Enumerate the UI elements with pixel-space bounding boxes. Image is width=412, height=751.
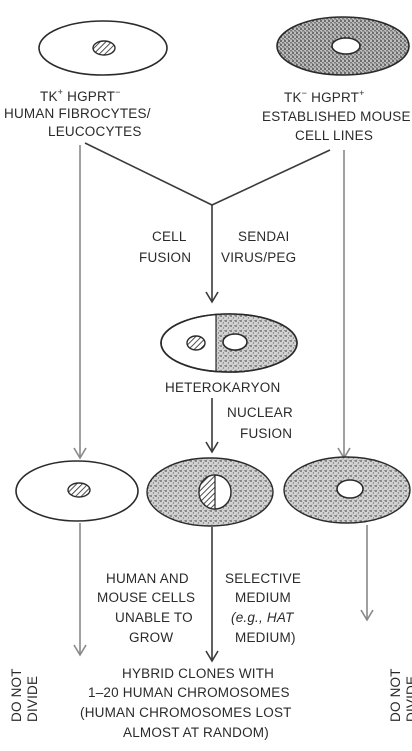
mouse-cell-name-line2: CELL LINES: [295, 128, 373, 143]
mouse-nucleus: [332, 38, 360, 54]
mouse-to-fusion-line: [212, 150, 330, 205]
do-not-divide-left: DO NOT DIVIDE: [9, 668, 40, 722]
hybrid-caption-line3: (HUMAN CHROMOSOMES LOST: [80, 705, 292, 720]
hybrid-caption-line4: ALMOST AT RANDOM): [123, 725, 269, 740]
human-parent-cell: [39, 21, 167, 75]
mouse-unfused-cell: [284, 457, 410, 523]
unable-to-grow-line2: MOUSE CELLS: [97, 590, 195, 605]
hybrid-cell: [147, 458, 273, 526]
heterokaryon-mouse-nucleus: [223, 334, 247, 350]
hybrid-caption-line2: 1–20 HUMAN CHROMOSOMES: [88, 685, 290, 700]
fusion-agent-label-line2: VIRUS/PEG: [221, 250, 296, 265]
nuclear-fusion-label-line1: NUCLEAR: [227, 405, 293, 420]
mouse-genotype-label: TK−HGPRT+: [284, 88, 365, 105]
mouse-cell-name-line1: ESTABLISHED MOUSE: [262, 109, 411, 124]
do-not-divide-left-line1: DO NOT: [9, 668, 24, 722]
unable-to-grow-line1: HUMAN AND: [106, 571, 189, 586]
hybrid-caption-line1: HYBRID CLONES WITH: [122, 666, 274, 681]
selective-medium-line4: MEDIUM): [235, 630, 296, 645]
mouse-parent-cell: [277, 17, 409, 75]
fusion-agent-label-line1: SENDAI: [238, 229, 289, 244]
nuclear-fusion-label-line2: FUSION: [240, 426, 292, 441]
fusion-connectors: [85, 143, 330, 302]
do-not-divide-right: DO NOT DIVIDE: [388, 668, 412, 722]
do-not-divide-right-line2: DIVIDE: [404, 676, 412, 722]
mouse-unfused-nucleus: [337, 480, 363, 498]
do-not-divide-left-line2: DIVIDE: [25, 676, 40, 722]
selective-medium-line1: SELECTIVE: [225, 571, 301, 586]
human-cell-name-line2: LEUCOCYTES: [48, 124, 142, 139]
human-unfused-cell: [16, 461, 138, 521]
heterokaryon-cell: [161, 314, 297, 372]
selective-medium-line3: (e.g., HAT: [231, 610, 295, 625]
selective-medium-line2: MEDIUM: [235, 590, 291, 605]
unable-to-grow-line4: GROW: [129, 630, 173, 645]
cell-fusion-label-line1: CELL: [152, 229, 187, 244]
cell-fusion-label-line2: FUSION: [139, 250, 191, 265]
human-cell-name-line1: HUMAN FIBROCYTES/: [4, 106, 151, 121]
human-unfused-nucleus: [68, 483, 90, 497]
human-nucleus-hatched: [93, 41, 115, 55]
human-to-fusion-line: [85, 143, 212, 205]
do-not-divide-right-line1: DO NOT: [388, 668, 403, 722]
human-genotype-label: TK+HGPRT−: [40, 87, 121, 104]
unable-to-grow-line3: UNABLE TO: [115, 610, 193, 625]
heterokaryon-label: HETEROKARYON: [165, 380, 280, 395]
heterokaryon-human-nucleus: [187, 336, 205, 350]
